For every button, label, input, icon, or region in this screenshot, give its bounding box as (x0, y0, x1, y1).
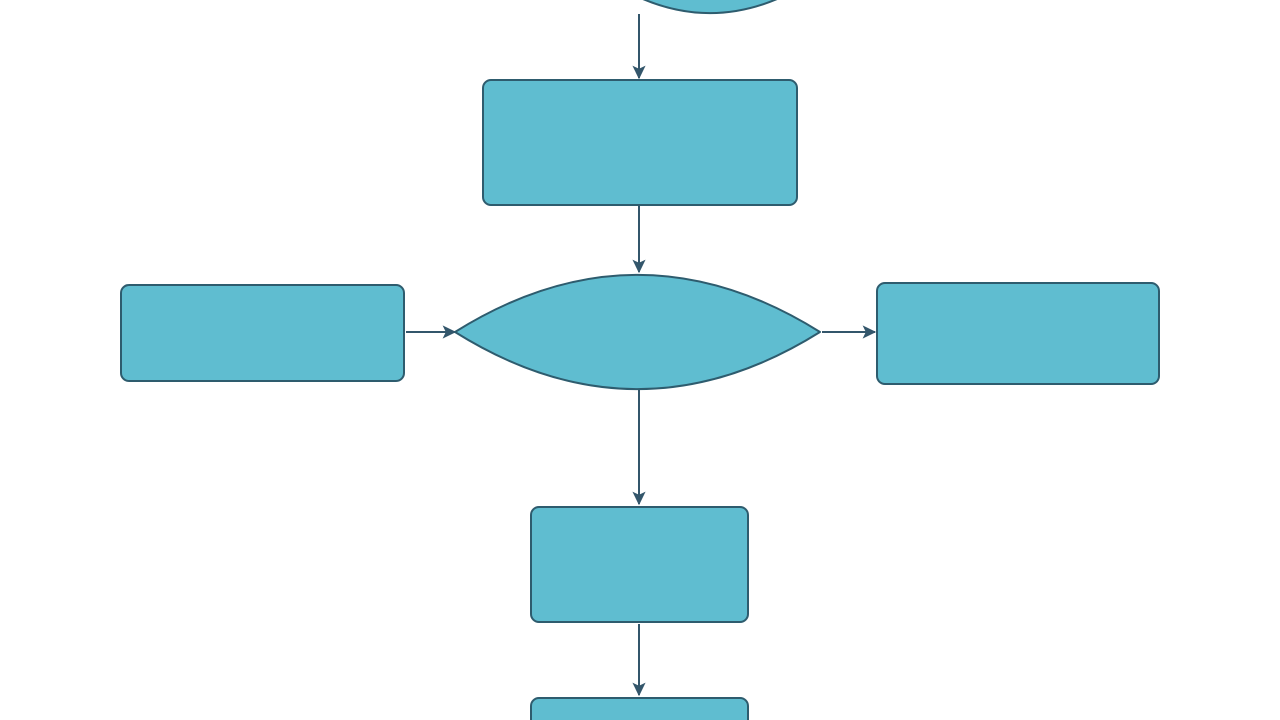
process-box-upper-shape[interactable] (482, 79, 798, 206)
process-box-upper[interactable] (482, 79, 798, 206)
output-box-right[interactable] (876, 282, 1160, 385)
top-decision-lens[interactable] (575, 0, 845, 14)
top-decision-lens-shape[interactable] (575, 0, 845, 14)
process-box-lower[interactable] (530, 506, 749, 623)
edges-layer (406, 14, 877, 697)
input-box-left-shape[interactable] (120, 284, 405, 382)
process-box-bottom-shape[interactable] (530, 697, 749, 720)
process-box-bottom[interactable] (530, 697, 749, 720)
decision-lens-center-shape[interactable] (454, 274, 821, 390)
input-box-left[interactable] (120, 284, 405, 382)
nodes-layer (120, 0, 1160, 720)
decision-lens-center[interactable] (454, 274, 821, 390)
process-box-lower-shape[interactable] (530, 506, 749, 623)
output-box-right-shape[interactable] (876, 282, 1160, 385)
